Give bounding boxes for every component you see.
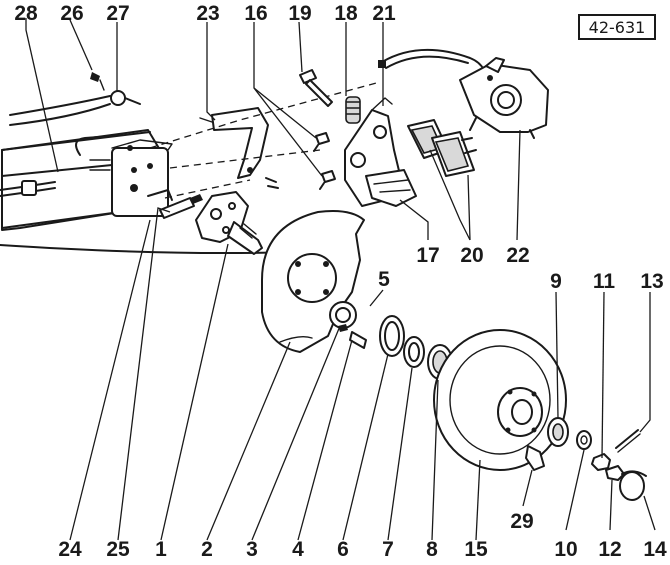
callout-11: 11 [593,270,616,293]
brake-caliper [378,49,549,139]
callout-7: 7 [382,538,394,561]
callout-18: 18 [334,2,358,25]
splash-shield [261,210,365,353]
callout-5: 5 [378,268,390,291]
callout-10: 10 [554,538,577,561]
callout-26: 26 [60,2,83,25]
caliper-guide-bolt [299,69,361,124]
callout-17: 17 [416,244,439,267]
callout-16: 16 [244,2,267,25]
callout-6: 6 [337,538,349,561]
retaining-clips [127,145,279,189]
callout-12: 12 [598,538,621,561]
callout-15: 15 [464,538,488,561]
brake-pads [407,119,477,177]
callout-13: 13 [640,270,663,293]
callout-3: 3 [246,538,258,561]
callout-27: 27 [106,2,129,25]
figure-reference-box: 42-631 [578,14,656,40]
wheel-bearings [379,315,453,380]
callout-1: 1 [155,538,167,561]
wheel-bolt [525,445,545,471]
brake-disc [433,329,567,471]
outer-bearing [547,417,592,450]
alignment-lines [149,81,381,199]
callout-labels: 28 26 27 23 16 19 18 21 17 20 22 5 9 11 … [14,2,667,561]
hub-nut-and-cap [591,429,647,501]
axle-beam [1,129,173,231]
callout-9: 9 [550,270,562,293]
callout-4: 4 [292,538,304,561]
hub-seal-and-bolt [329,301,367,349]
callout-20: 20 [460,244,483,267]
stub-axle [195,191,263,255]
callout-25: 25 [106,538,130,561]
brake-hose-bracket [199,107,269,179]
callout-2: 2 [201,538,213,561]
callout-28: 28 [14,2,38,25]
callout-23: 23 [196,2,219,25]
brake-line-assembly [9,72,141,126]
mounting-bolts [313,132,336,190]
callout-14: 14 [643,538,667,561]
callout-21: 21 [372,2,396,25]
callout-29: 29 [510,510,533,533]
callout-24: 24 [58,538,82,561]
callout-8: 8 [426,538,438,561]
leader-lines [25,18,656,541]
anti-rattle-spring [365,169,417,207]
wheel-sensor [147,189,203,219]
callout-19: 19 [288,2,311,25]
callout-22: 22 [506,244,529,267]
